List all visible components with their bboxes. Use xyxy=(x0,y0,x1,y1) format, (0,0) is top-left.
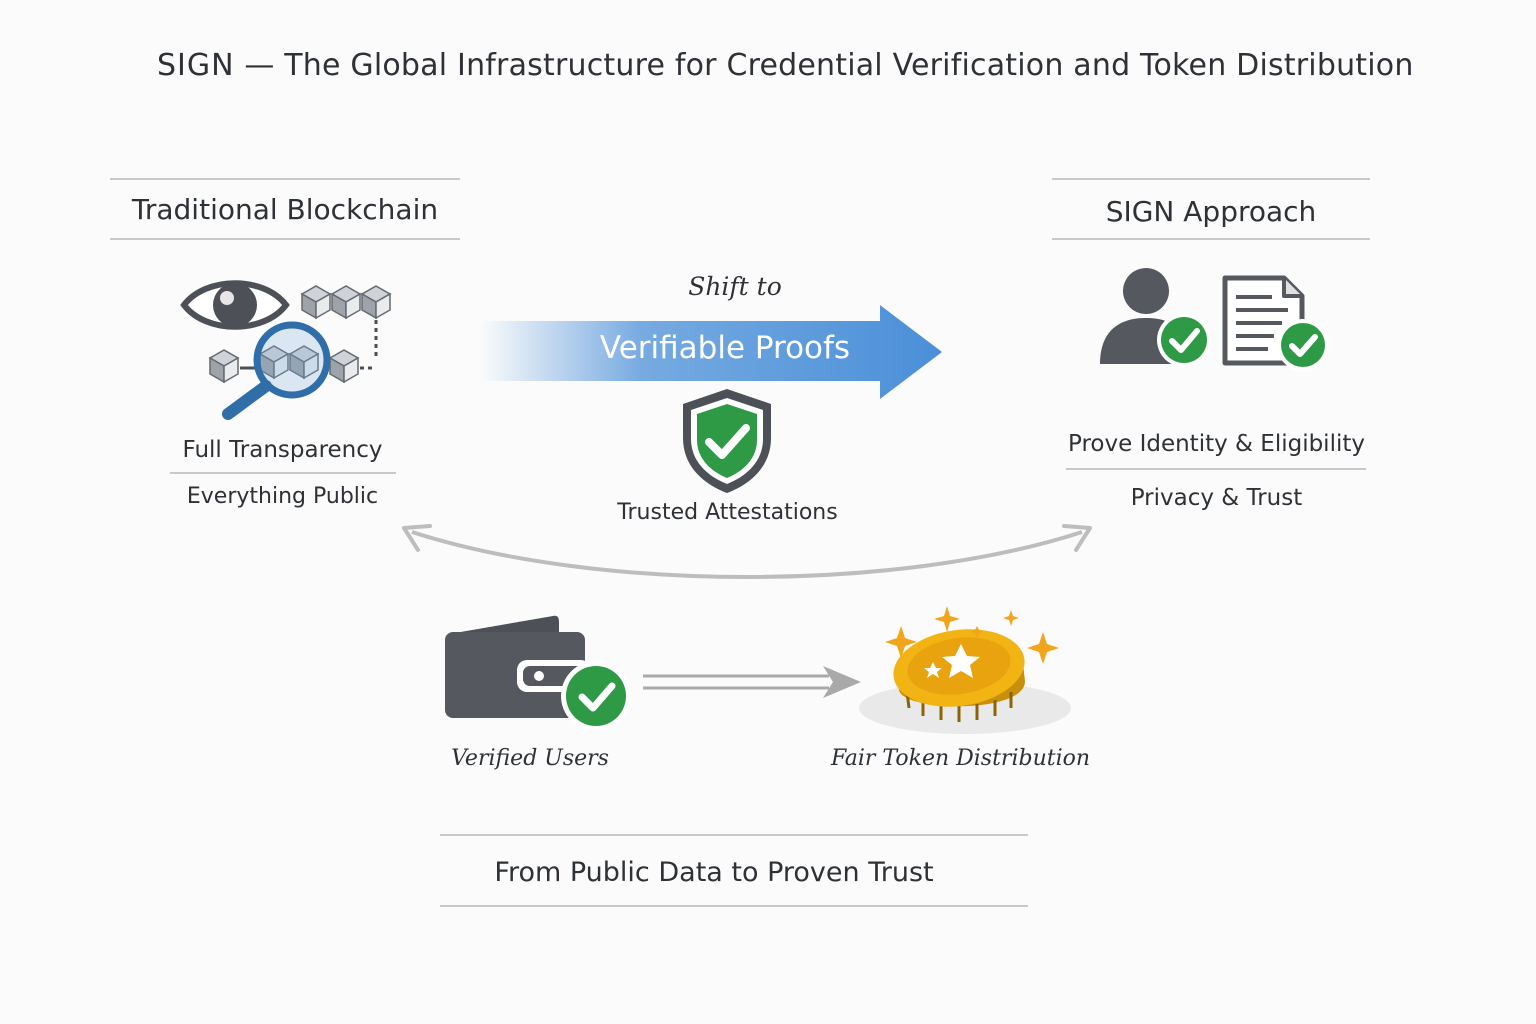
footer-rule-top xyxy=(440,834,1028,836)
right-heading-rule-bottom xyxy=(1052,238,1370,240)
magnifier-icon xyxy=(222,321,331,420)
title-brand: SIGN xyxy=(157,48,235,83)
left-label-divider xyxy=(170,472,396,474)
left-label-secondary: Everything Public xyxy=(186,484,379,509)
right-panel-heading: SIGN Approach xyxy=(1105,195,1317,228)
shield-check-icon xyxy=(683,389,771,493)
eye-icon xyxy=(180,280,290,330)
right-label-secondary: Privacy & Trust xyxy=(1130,485,1303,511)
left-label-primary: Full Transparency xyxy=(182,437,383,463)
title-text: — The Global Infrastructure for Credenti… xyxy=(234,48,1414,83)
arrow-label: Verifiable Proofs xyxy=(599,330,851,366)
bidirectional-curve-arrow xyxy=(402,524,1092,579)
left-heading-rule-bottom xyxy=(110,238,460,240)
left-panel-heading: Traditional Blockchain xyxy=(131,193,439,226)
verified-user-icon xyxy=(1100,268,1211,367)
flow-arrow xyxy=(643,666,861,698)
flow-left-label: Verified Users xyxy=(451,746,609,771)
page-title: SIGN — The Global Infrastructure for Cre… xyxy=(157,48,1414,83)
right-label-divider xyxy=(1066,468,1366,470)
verified-wallet-icon xyxy=(445,615,631,731)
footer-rule-bottom xyxy=(440,905,1028,907)
footer-tagline: From Public Data to Proven Trust xyxy=(494,857,934,888)
flow-right-label: Fair Token Distribution xyxy=(830,746,1091,771)
shift-label: Shift to xyxy=(688,272,782,301)
shift-arrow xyxy=(480,305,942,399)
shield-label: Trusted Attestations xyxy=(617,500,838,525)
right-heading-rule-top xyxy=(1052,178,1370,180)
token-coin-icon xyxy=(859,606,1071,734)
verified-document-icon xyxy=(1222,275,1329,371)
right-label-primary: Prove Identity & Eligibility xyxy=(1068,431,1365,457)
left-heading-rule-top xyxy=(110,178,460,180)
